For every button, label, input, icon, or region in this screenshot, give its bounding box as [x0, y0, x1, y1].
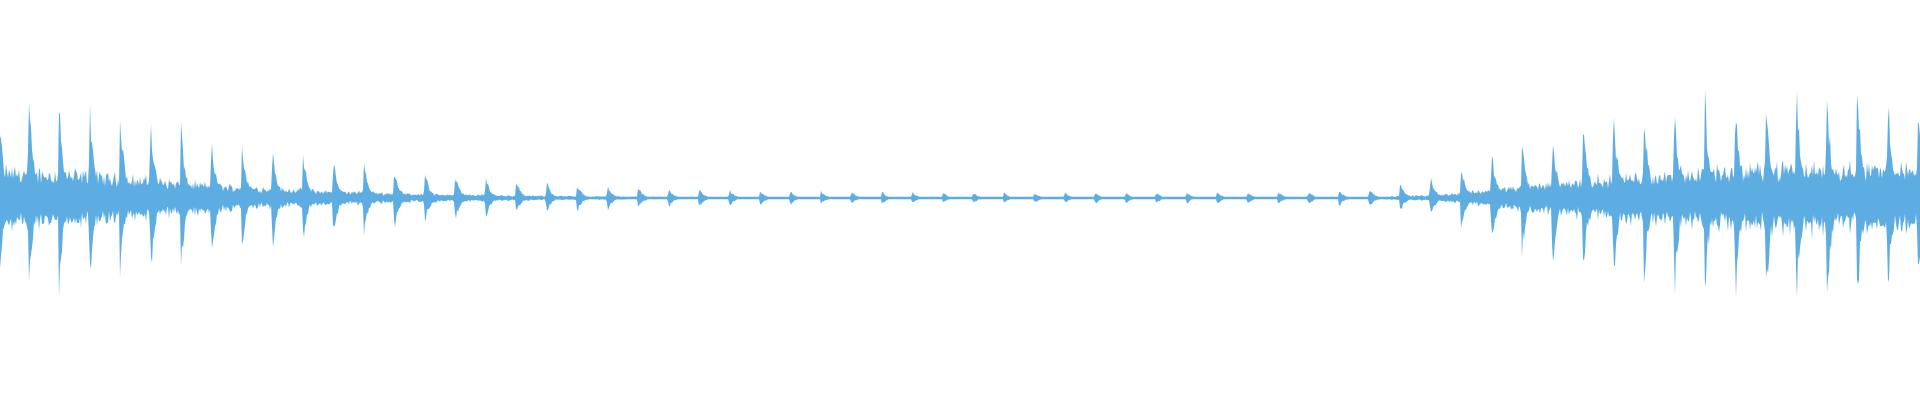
waveform-path — [0, 89, 1920, 299]
